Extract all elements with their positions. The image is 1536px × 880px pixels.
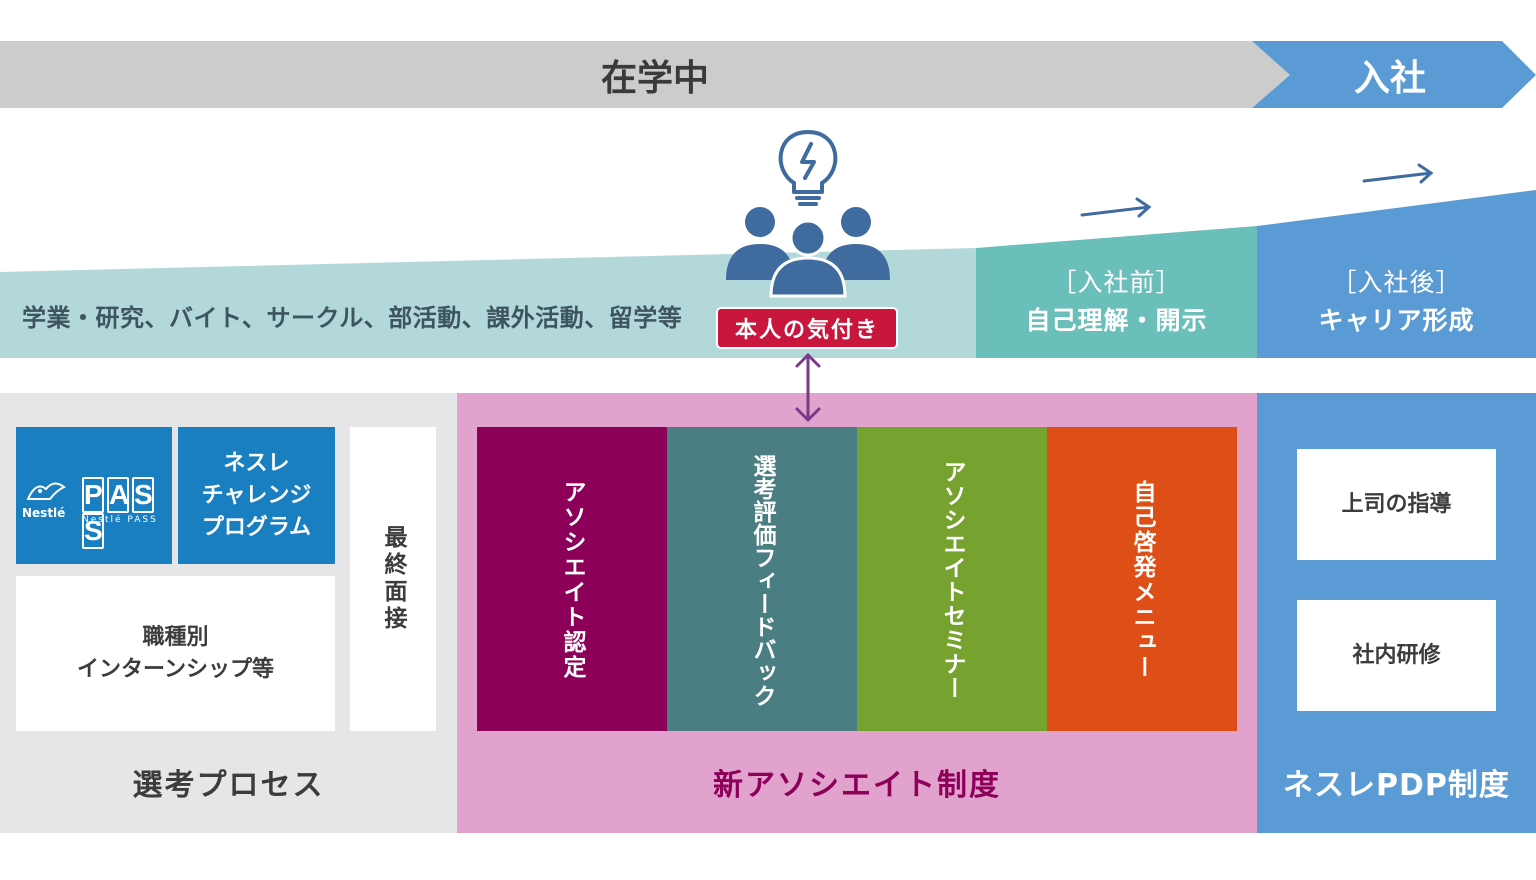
nestle-bird-icon: [26, 477, 66, 503]
internal-training-label: 社内研修: [1352, 642, 1441, 668]
supervisor-guidance-box: 上司の指導: [1297, 449, 1496, 560]
associate-seminar-label: アソシエイトセミナー: [939, 460, 965, 700]
pass-caption: Nestlé PASS: [82, 515, 158, 525]
final-interview-box: 最終面接: [350, 427, 436, 731]
challenge-line: ネスレ: [223, 450, 290, 476]
associate-label: 新アソシエイト制度: [713, 768, 1001, 803]
associate-column-4: [1047, 427, 1237, 731]
before-join-block: [976, 226, 1257, 358]
connection-arrow-icon: [795, 353, 821, 422]
associate-certification-label: アソシエイト認定: [559, 480, 585, 680]
associate-column-1-text: アソシエイト認定: [477, 440, 667, 720]
self-development-label: 自己啓発メニュー: [1129, 480, 1155, 680]
associate-column-3-text: アソシエイトセミナー: [857, 440, 1047, 720]
timeline-student-bar: [0, 41, 1290, 108]
after-join-block: [1257, 190, 1536, 358]
pass-letter: S: [132, 477, 154, 513]
selection-label: 選考プロセス: [132, 768, 325, 803]
after-join-tag: ［入社後］: [1331, 268, 1462, 297]
internship-box: 職種別 インターンシップ等: [16, 576, 335, 731]
selection-feedback-label: 選考評価フィードバック: [749, 453, 775, 707]
associate-column-1: [477, 427, 667, 731]
growth-arrow-icon: [1362, 163, 1434, 184]
supervisor-guidance-label: 上司の指導: [1341, 491, 1452, 517]
final-interview-label: 最終面接: [380, 525, 406, 633]
internal-training-box: 社内研修: [1297, 600, 1496, 711]
associate-column-4-text: 自己啓発メニュー: [1047, 440, 1237, 720]
challenge-line: プログラム: [201, 514, 312, 540]
challenge-line: チャレンジ: [201, 482, 312, 508]
lightbulb-icon: [778, 130, 838, 206]
nestle-brand-text: Nestlé: [22, 506, 66, 520]
pdp-label: ネスレPDP制度: [1283, 768, 1510, 803]
internship-line: インターンシップ等: [77, 656, 274, 682]
timeline-joined-bar: [1252, 41, 1536, 108]
people-icon: [726, 207, 890, 298]
timeline-student-label: 在学中: [600, 57, 709, 99]
internship-line: 職種別: [142, 624, 209, 650]
associate-column-2: [667, 427, 857, 731]
pass-letter: P: [82, 477, 104, 513]
associate-column-2-text: 選考評価フィードバック: [667, 440, 857, 720]
before-join-tag: ［入社前］: [1051, 268, 1182, 297]
before-join-desc: 自己理解・開示: [1025, 306, 1208, 335]
growth-arrow-icon: [1080, 197, 1152, 218]
activities-label: 学業・研究、バイト、サークル、部活動、課外活動、留学等: [22, 304, 683, 332]
pass-letter: S: [82, 513, 104, 549]
after-join-stage: ［入社後］ キャリア形成: [1257, 262, 1536, 342]
awareness-badge: 本人の気付き: [716, 307, 898, 349]
associate-column-3: [857, 427, 1047, 731]
pass-letter: A: [107, 477, 129, 513]
challenge-program-box: ネスレ チャレンジ プログラム: [178, 427, 335, 564]
timeline-joined-label: 入社: [1353, 57, 1426, 99]
before-join-stage: ［入社前］ 自己理解・開示: [976, 262, 1257, 342]
after-join-desc: キャリア形成: [1318, 306, 1475, 335]
